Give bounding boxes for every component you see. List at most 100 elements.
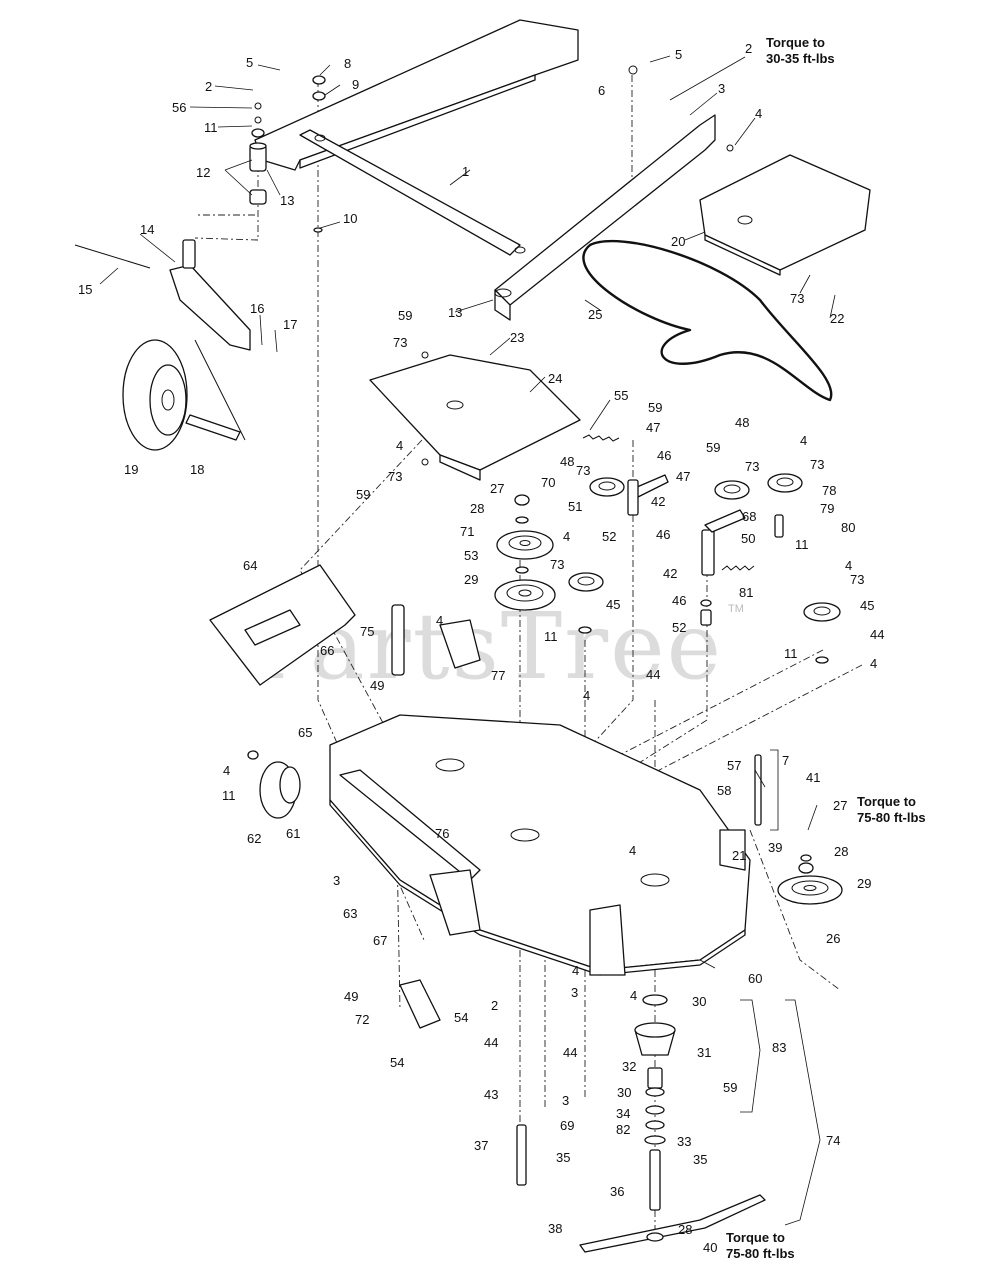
belt-cover-part-20 [699, 154, 871, 276]
callout-66: 66 [320, 643, 334, 658]
callout-56: 56 [172, 100, 186, 115]
callout-16: 16 [250, 301, 264, 316]
torque-note-mid: Torque to 75-80 ft-lbs [857, 794, 926, 825]
callout-77: 77 [491, 668, 505, 683]
callout-4g: 4 [436, 613, 443, 628]
callout-59c: 59 [648, 400, 662, 415]
callout-38: 38 [548, 1221, 562, 1236]
callout-28b: 28 [834, 844, 848, 859]
callout-72: 72 [355, 1012, 369, 1027]
callout-1: 1 [462, 164, 469, 179]
callout-11e: 11 [222, 788, 236, 803]
callout-3b: 3 [333, 873, 340, 888]
callout-48b: 48 [735, 415, 749, 430]
callout-46c: 46 [672, 593, 686, 608]
torque-note-top: Torque to 30-35 ft-lbs [766, 35, 835, 66]
callout-46: 46 [657, 448, 671, 463]
callout-46b: 46 [656, 527, 670, 542]
callout-59: 59 [398, 308, 412, 323]
callout-11: 11 [204, 120, 218, 135]
callout-45: 45 [606, 597, 620, 612]
callout-9: 9 [352, 77, 359, 92]
idler-arms [582, 434, 784, 576]
callout-4l: 4 [630, 988, 637, 1003]
callout-17: 17 [283, 317, 297, 332]
hardware [247, 65, 829, 1029]
pulleys [494, 473, 843, 905]
leader-lines [99, 55, 836, 969]
callout-59e: 59 [723, 1080, 737, 1095]
belt-part-25 [582, 240, 833, 402]
callout-4j: 4 [629, 843, 636, 858]
svg-text:30-35 ft-lbs: 30-35 ft-lbs [766, 51, 835, 66]
caster-wheel-part-19 [122, 339, 246, 451]
callout-4h: 4 [583, 688, 590, 703]
callout-42b: 42 [663, 566, 677, 581]
callout-30b: 30 [617, 1085, 631, 1100]
pulley-part-45-left [568, 572, 604, 592]
torque-note-bottom: Torque to 75-80 ft-lbs [726, 1230, 795, 1261]
callout-2c: 2 [491, 998, 498, 1013]
spindle-assembly [516, 994, 766, 1253]
callout-11c: 11 [795, 537, 809, 552]
callout-22: 22 [830, 311, 844, 326]
callout-28c: 28 [678, 1222, 692, 1237]
callout-4c: 4 [563, 529, 570, 544]
callout-65: 65 [298, 725, 312, 740]
callout-11d: 11 [784, 646, 798, 661]
callout-12: 12 [196, 165, 210, 180]
callout-10: 10 [343, 211, 357, 226]
callout-36: 36 [610, 1184, 624, 1199]
pulley-part-45-right [803, 602, 841, 622]
callout-42: 42 [651, 494, 665, 509]
callout-79: 79 [820, 501, 834, 516]
callout-73e: 73 [550, 557, 564, 572]
callout-73: 73 [790, 291, 804, 306]
callout-26: 26 [826, 931, 840, 946]
callout-76: 76 [435, 826, 449, 841]
callout-51: 51 [568, 499, 582, 514]
pulley-part-29-right [777, 875, 843, 905]
callout-23: 23 [510, 330, 524, 345]
callout-33: 33 [677, 1134, 691, 1149]
callout-49: 49 [370, 678, 384, 693]
callout-43: 43 [484, 1087, 498, 1102]
callout-54b: 54 [390, 1055, 404, 1070]
callout-39: 39 [768, 840, 782, 855]
callout-34: 34 [616, 1106, 630, 1121]
pulley-part-68 [714, 480, 750, 500]
callout-74: 74 [826, 1133, 840, 1148]
caster-arm-part-14 [74, 239, 251, 351]
callout-21: 21 [732, 848, 746, 863]
callout-47b: 47 [676, 469, 690, 484]
callout-73b: 73 [393, 335, 407, 350]
callout-53: 53 [464, 548, 478, 563]
callout-59d: 59 [706, 440, 720, 455]
pulley-part-29 [494, 579, 556, 611]
callout-3c: 3 [571, 985, 578, 1000]
bushing-part-12 [249, 142, 267, 205]
callout-29b: 29 [857, 876, 871, 891]
callout-11b: 11 [544, 629, 558, 644]
svg-text:Torque to: Torque to [726, 1230, 785, 1245]
callout-57: 57 [727, 758, 741, 773]
callout-73h: 73 [850, 572, 864, 587]
svg-text:75-80 ft-lbs: 75-80 ft-lbs [857, 810, 926, 825]
pulley-part-71 [496, 530, 554, 560]
callout-45b: 45 [860, 598, 874, 613]
callout-3d: 3 [562, 1093, 569, 1108]
callout-64: 64 [243, 558, 257, 573]
callout-5b: 5 [675, 47, 682, 62]
bracket-plate-part-24 [369, 354, 581, 481]
callout-27: 27 [490, 481, 504, 496]
callout-80: 80 [841, 520, 855, 535]
rod-part-75 [391, 604, 405, 676]
pulley-part-70 [589, 477, 625, 497]
callout-13: 13 [280, 193, 294, 208]
callout-32: 32 [622, 1059, 636, 1074]
callout-62: 62 [247, 831, 261, 846]
svg-text:75-80 ft-lbs: 75-80 ft-lbs [726, 1246, 795, 1261]
callout-49b: 49 [344, 989, 358, 1004]
callout-7: 7 [782, 753, 789, 768]
